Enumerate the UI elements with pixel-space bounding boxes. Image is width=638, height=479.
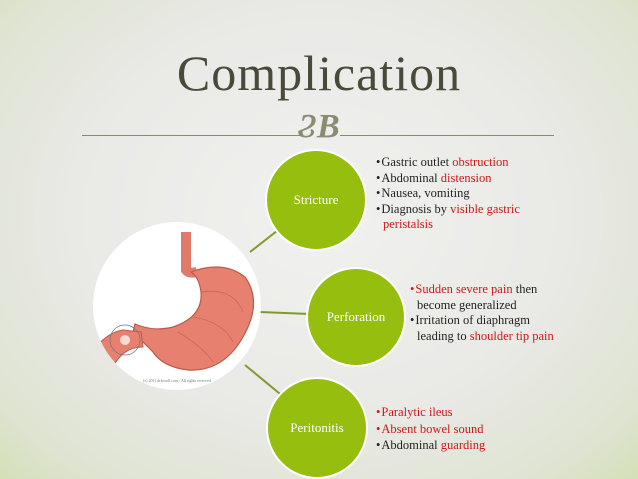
node-stricture: Stricture — [265, 149, 367, 251]
list-item: Paralytic ileus — [374, 404, 534, 421]
node-perforation: Perforation — [306, 267, 406, 367]
list-item: Abdominal guarding — [374, 437, 534, 454]
title-divider-left — [82, 135, 300, 136]
title-divider-right — [340, 135, 554, 136]
peritonitis-list: Paralytic ileus Absent bowel sound Abdom… — [374, 404, 534, 454]
node-peritonitis: Peritonitis — [266, 377, 368, 479]
list-item: Irritation of diaphragm leading to shoul… — [408, 313, 558, 344]
perforation-list: Sudden severe pain then become generaliz… — [408, 282, 558, 344]
list-item: Nausea, vomiting — [374, 186, 524, 202]
list-item: Abdominal distension — [374, 171, 524, 187]
list-item: Gastric outlet obstruction — [374, 155, 524, 171]
list-item: Sudden severe pain then become generaliz… — [408, 282, 558, 313]
image-credit: (c) 2011 drkoroll.com / All rights reser… — [143, 378, 211, 383]
connector-peritonitis — [244, 364, 286, 399]
list-item: Diagnosis by visible gastric peristalsis — [374, 202, 524, 233]
connector-perforation — [259, 311, 311, 315]
list-item: Absent bowel sound — [374, 421, 534, 438]
slide-title: Complication — [176, 45, 462, 101]
stricture-list: Gastric outlet obstruction Abdominal dis… — [374, 155, 524, 233]
stomach-image: (c) 2011 drkoroll.com / All rights reser… — [93, 222, 261, 390]
ornament-icon: ϨΒ — [297, 108, 340, 145]
